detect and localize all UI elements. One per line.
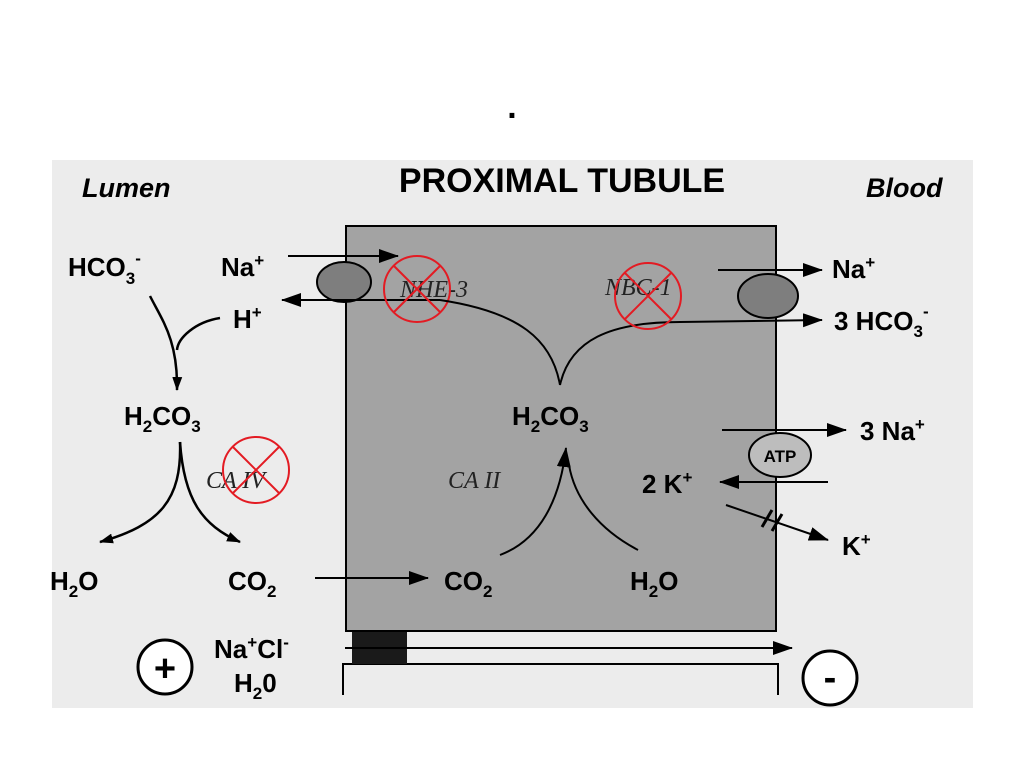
- basement-wall: [342, 663, 779, 695]
- co2-to-h2co3-curve: [499, 447, 571, 556]
- h2o-lumen-label: H2O: [50, 566, 98, 601]
- h2co3-lumen-label: H2CO3: [124, 401, 201, 436]
- k-channel-tick: [760, 509, 774, 528]
- hco3-blood-label: 3 HCO3-: [834, 302, 929, 341]
- na3-blood-label: 3 Na+: [860, 415, 925, 446]
- cross-mark-icon: [222, 436, 290, 504]
- h2co3-to-co2-arrow: [178, 441, 241, 544]
- positive-charge-icon: +: [136, 638, 194, 696]
- na-blood-label: Na+: [832, 253, 875, 284]
- k2-label: 2 K+: [642, 468, 692, 499]
- na-lumen-label: Na+: [221, 251, 264, 282]
- transporter-oval-icon: [316, 261, 372, 303]
- hco3-to-h2co3-arrow: [148, 295, 183, 391]
- blood-label: Blood: [866, 173, 943, 203]
- negative-charge-icon: -: [801, 649, 859, 707]
- atp-pump-icon: [748, 432, 812, 478]
- cross-mark-icon: [383, 255, 451, 323]
- h2o-to-h2co3-curve: [568, 464, 639, 551]
- k-blood-label: K+: [842, 530, 871, 561]
- tubule-cell: [345, 225, 777, 632]
- h2co3-split-to-h-curve: [439, 299, 561, 386]
- ca2-label: CA II: [448, 468, 501, 494]
- hco3-lumen-label: HCO3-: [68, 249, 141, 288]
- h2o-cell-label: H2O: [630, 566, 678, 601]
- svg-text:-: -: [824, 657, 837, 699]
- lumen-label: Lumen: [82, 173, 171, 203]
- nacl-label: Na+Cl-: [214, 633, 289, 664]
- h2co3-to-h2o-arrow: [99, 441, 182, 544]
- co2-lumen-label: CO2: [228, 566, 276, 601]
- co2-cell-label: CO2: [444, 566, 492, 601]
- h-lumen-label: H+: [233, 303, 262, 334]
- h2co3-cell-label: H2CO3: [512, 401, 589, 436]
- atp-label: ATP: [764, 447, 797, 466]
- h-to-h2co3-arrow: [175, 316, 221, 351]
- h2o-paracellular-label: H20: [234, 668, 277, 703]
- diagram-title: PROXIMAL TUBULE: [399, 162, 725, 200]
- svg-text:+: +: [154, 648, 176, 690]
- k-channel-tick: [770, 513, 784, 532]
- transporter-oval-icon: [737, 273, 799, 319]
- slide-dot: .: [507, 88, 517, 126]
- cross-mark-icon: [614, 262, 682, 330]
